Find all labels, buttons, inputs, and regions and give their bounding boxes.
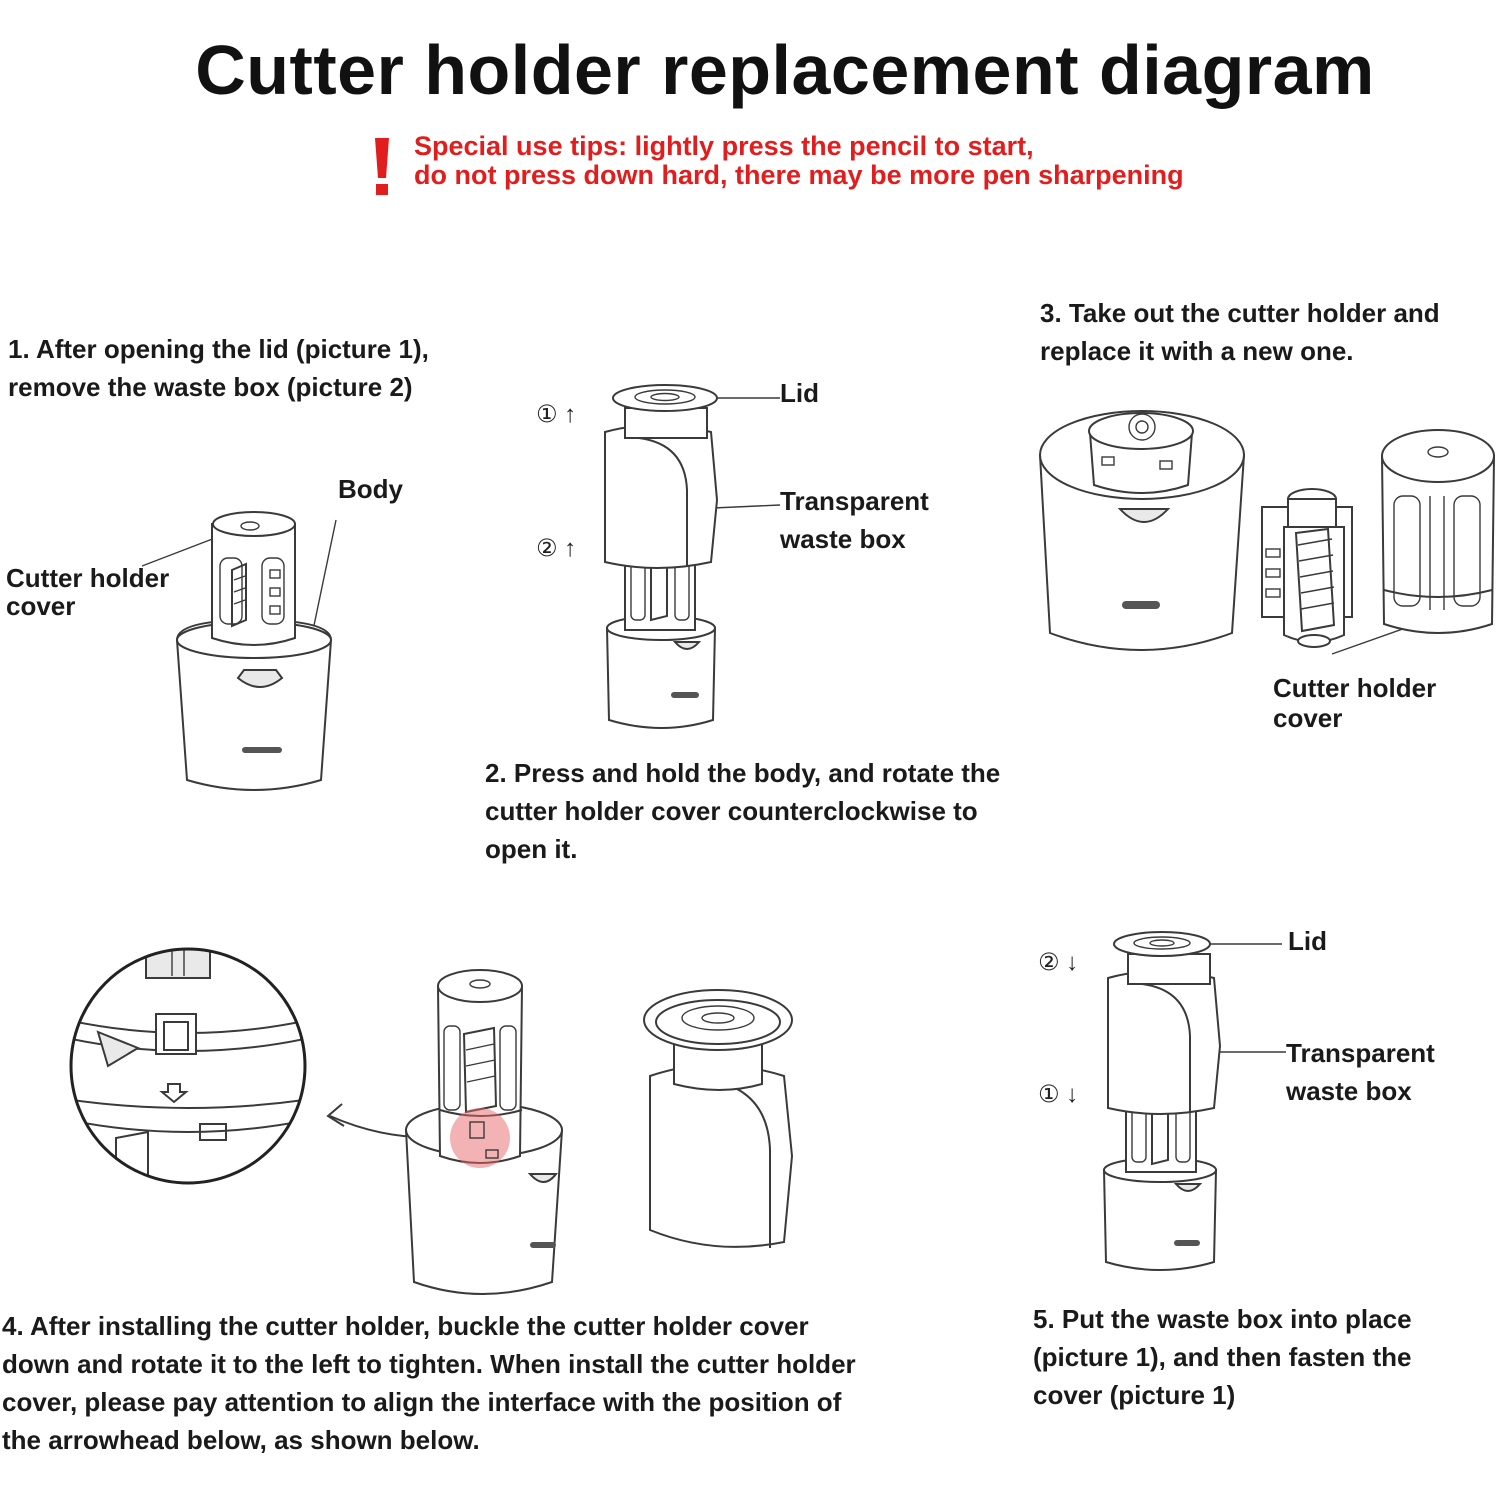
step-4-zoom-detail-illustration <box>69 947 307 1185</box>
label-line: cover <box>6 591 76 621</box>
step-2-line-1: 2. Press and hold the body, and rotate t… <box>485 758 1001 788</box>
step-4-sharpener-illustration <box>404 969 564 1295</box>
step-5-line-1: 5. Put the waste box into place <box>1033 1304 1412 1334</box>
step-3-line-1: 3. Take out the cutter holder and <box>1040 298 1440 328</box>
step-2-line-3: open it. <box>485 834 578 864</box>
label-body: Body <box>338 474 403 504</box>
step-3-text: 3. Take out the cutter holder and replac… <box>1040 294 1440 370</box>
step-4-line-4: the arrowhead below, as shown below. <box>2 1425 480 1455</box>
page-title: Cutter holder replacement diagram <box>195 31 1375 109</box>
step-4-line-2: down and rotate it to the left to tighte… <box>2 1349 856 1379</box>
step-1-line-1: 1. After opening the lid (picture 1), <box>8 334 429 364</box>
label-lid-step-5: Lid <box>1288 926 1327 956</box>
step-3-line-2: replace it with a new one. <box>1040 336 1354 366</box>
step-2-text: 2. Press and hold the body, and rotate t… <box>485 754 1000 868</box>
label-transparent-waste-box: Transparent waste box <box>780 486 929 554</box>
step-4-line-3: cover, please pay attention to align the… <box>2 1387 842 1417</box>
step-5-sharpener-illustration <box>1102 931 1286 1271</box>
step-5-line-2: (picture 1), and then fasten the <box>1033 1342 1412 1372</box>
label-line: cover <box>1273 703 1343 733</box>
step-2-line-2: cutter holder cover counterclockwise to <box>485 796 978 826</box>
label-cutter-holder-cover-step-3: Cutter holder cover <box>1273 673 1436 733</box>
step-1-sharpener-illustration <box>141 511 337 791</box>
label-transparent-waste-box-step-5: Transparent waste box <box>1286 1038 1435 1106</box>
step-3-cutter-holder-cover-illustration <box>1331 429 1496 655</box>
exclamation-icon <box>375 138 389 195</box>
step-5-line-3: cover (picture 1) <box>1033 1380 1236 1410</box>
step-5-marker-1: ② ↓ <box>1038 949 1079 976</box>
label-line: Transparent <box>1286 1038 1435 1068</box>
tip-line-1: Special use tips: lightly press the penc… <box>414 131 1034 161</box>
step-3-cutter-holder-illustration <box>1261 488 1353 648</box>
step-2-sharpener-illustration <box>604 384 781 729</box>
label-line: Transparent <box>780 486 929 516</box>
label-line: waste box <box>780 524 906 554</box>
label-lid: Lid <box>780 378 819 408</box>
tip-text: Special use tips: lightly press the penc… <box>414 132 1314 190</box>
label-cutter-holder-cover: Cutter holder cover <box>6 563 169 621</box>
label-line: waste box <box>1286 1076 1412 1106</box>
step-4-line-1: 4. After installing the cutter holder, b… <box>2 1311 809 1341</box>
label-line: Cutter holder <box>6 563 170 593</box>
tip-line-2: do not press down hard, there may be mor… <box>414 160 1184 190</box>
step-4-text: 4. After installing the cutter holder, b… <box>2 1307 962 1459</box>
label-line: Cutter holder <box>1273 673 1437 703</box>
step-2-marker-2: ② ↑ <box>536 535 577 562</box>
step-1-text: 1. After opening the lid (picture 1), re… <box>8 330 429 406</box>
step-3-body-illustration <box>1038 410 1246 651</box>
step-5-marker-2: ① ↓ <box>1038 1081 1079 1108</box>
step-4-waste-box-illustration <box>643 989 794 1248</box>
step-2-marker-1: ① ↑ <box>536 401 577 428</box>
step-1-line-2: remove the waste box (picture 2) <box>8 372 413 402</box>
step-5-text: 5. Put the waste box into place (picture… <box>1033 1300 1412 1414</box>
